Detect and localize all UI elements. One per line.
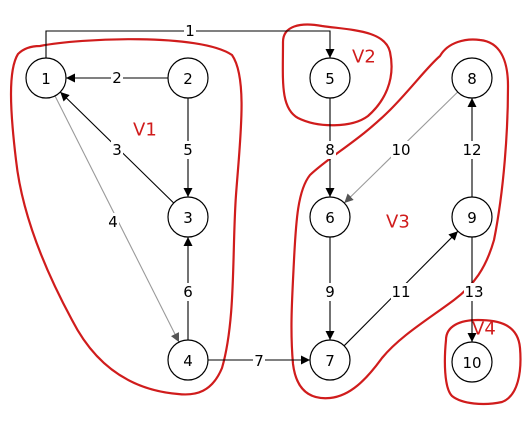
node-circle-5	[309, 57, 351, 99]
node-10: 10	[451, 341, 493, 383]
edge-weight-7: 7	[254, 352, 264, 370]
edge-label-bg-8	[324, 141, 336, 159]
edge-label-bg-3	[111, 141, 123, 159]
edge-label-bg-6	[182, 283, 194, 301]
node-label-4: 4	[183, 352, 193, 370]
edge-label-bg-12	[462, 141, 482, 159]
region-outline-v3	[290, 38, 510, 400]
edge-label-bg-5	[182, 141, 194, 159]
edge-label-bg-4	[107, 213, 119, 231]
node-4: 4	[167, 339, 209, 381]
edge-weight-3: 3	[112, 141, 122, 159]
node-label-9: 9	[467, 209, 477, 227]
node-label-5: 5	[325, 70, 335, 88]
node-8: 8	[451, 57, 493, 99]
region-outline-v4	[443, 318, 522, 406]
region-outline-v2	[281, 23, 393, 127]
edges-layer	[45, 30, 477, 365]
node-circle-7	[309, 339, 351, 381]
node-5: 5	[309, 57, 351, 99]
node-label-6: 6	[325, 209, 335, 227]
edge-weight-5: 5	[183, 141, 193, 159]
node-circle-10	[451, 341, 493, 383]
edge-weight-13: 13	[464, 283, 483, 301]
node-circle-3	[167, 196, 209, 238]
node-circle-4	[167, 339, 209, 381]
edge-weight-8: 8	[325, 141, 335, 159]
node-label-2: 2	[183, 70, 193, 88]
region-label-v3: V3	[386, 212, 410, 233]
node-circle-9	[451, 196, 493, 238]
region-outline-v1	[9, 38, 243, 396]
region-label-v4: V4	[472, 319, 496, 340]
edge-label-bg-11	[391, 283, 411, 301]
edge-label-bg-7	[253, 352, 265, 370]
edge-label-bg-10	[391, 141, 411, 159]
edge-weight-6: 6	[183, 283, 193, 301]
node-7: 7	[309, 339, 351, 381]
edge-weight-9: 9	[325, 283, 335, 301]
node-label-3: 3	[183, 209, 193, 227]
edge-weight-4: 4	[108, 213, 118, 231]
node-label-1: 1	[41, 70, 51, 88]
node-circle-1	[25, 57, 67, 99]
node-label-7: 7	[325, 352, 335, 370]
region-label-v2: V2	[352, 47, 376, 68]
node-circle-8	[451, 57, 493, 99]
edge-label-bg-2	[111, 69, 123, 87]
edge-weight-11: 11	[391, 283, 410, 301]
edge-label-bg-13	[464, 283, 484, 301]
edge-label-bg-1	[184, 22, 196, 40]
edge-weight-10: 10	[391, 141, 410, 159]
edge-label-bg-9	[324, 283, 336, 301]
node-label-10: 10	[462, 354, 481, 372]
node-9: 9	[451, 196, 493, 238]
node-label-8: 8	[467, 70, 477, 88]
node-3: 3	[167, 196, 209, 238]
edge-weight-1: 1	[185, 22, 195, 40]
edge-weight-12: 12	[462, 141, 481, 159]
edge-weight-2: 2	[112, 69, 122, 87]
node-1: 1	[25, 57, 67, 99]
node-2: 2	[167, 57, 209, 99]
regions-layer	[9, 23, 522, 406]
node-circle-6	[309, 196, 351, 238]
node-6: 6	[309, 196, 351, 238]
region-label-v1: V1	[133, 120, 157, 141]
node-circle-2	[167, 57, 209, 99]
